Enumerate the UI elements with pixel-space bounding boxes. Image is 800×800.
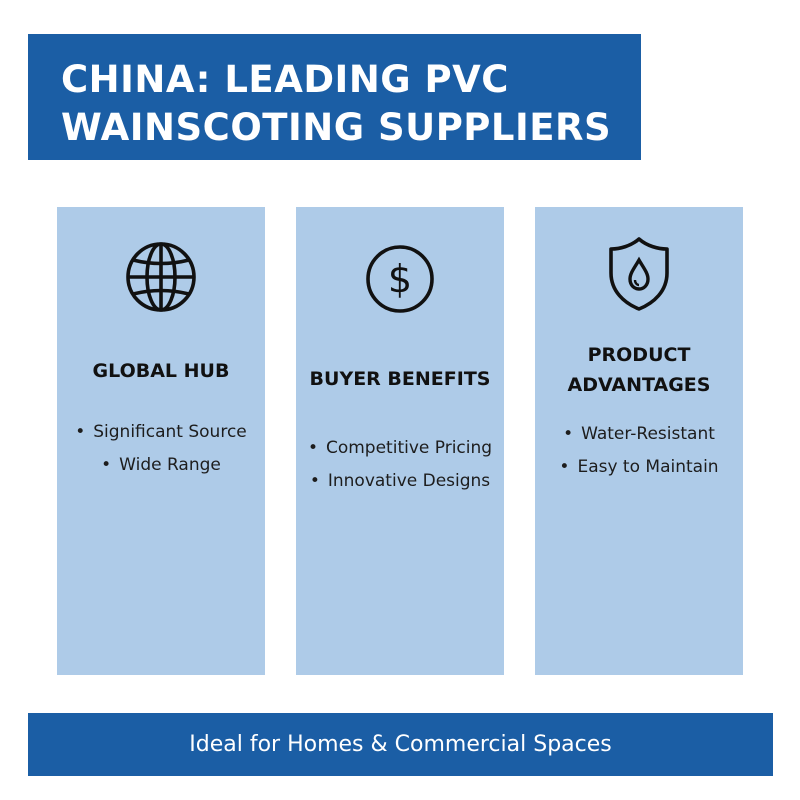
list-item: Easy to Maintain — [535, 451, 743, 484]
card-list: Water-Resistant Easy to Maintain — [535, 418, 743, 484]
card-list: Competitive Pricing Innovative Designs — [296, 432, 504, 498]
card-title: PRODUCT ADVANTAGES — [567, 344, 711, 396]
card-global-hub: GLOBAL HUB Significant Source Wide Range — [57, 207, 265, 675]
list-item: Competitive Pricing — [296, 432, 504, 465]
card-list: Significant Source Wide Range — [57, 416, 265, 482]
page-title-line-2: WAINSCOTING SUPPLIERS — [61, 106, 612, 149]
card-buyer-benefits: $ BUYER BENEFITS Competitive Pricing Inn… — [296, 207, 504, 675]
footer-text: Ideal for Homes & Commercial Spaces — [189, 732, 612, 757]
dollar-icon: $ — [366, 245, 434, 313]
list-item: Wide Range — [57, 449, 265, 482]
card-title: BUYER BENEFITS — [309, 368, 491, 390]
title-banner: CHINA: LEADING PVC WAINSCOTING SUPPLIERS — [28, 34, 641, 160]
footer-banner: Ideal for Homes & Commercial Spaces — [28, 713, 773, 776]
list-item: Significant Source — [57, 416, 265, 449]
card-product-advantages: PRODUCT ADVANTAGES Water-Resistant Easy … — [535, 207, 743, 675]
card-title: GLOBAL HUB — [92, 360, 230, 382]
page-title-line-1: CHINA: LEADING PVC — [61, 58, 509, 101]
shield-droplet-icon — [609, 237, 669, 311]
globe-icon — [126, 242, 196, 312]
list-item: Innovative Designs — [296, 465, 504, 498]
list-item: Water-Resistant — [535, 418, 743, 451]
svg-text:$: $ — [388, 257, 412, 301]
